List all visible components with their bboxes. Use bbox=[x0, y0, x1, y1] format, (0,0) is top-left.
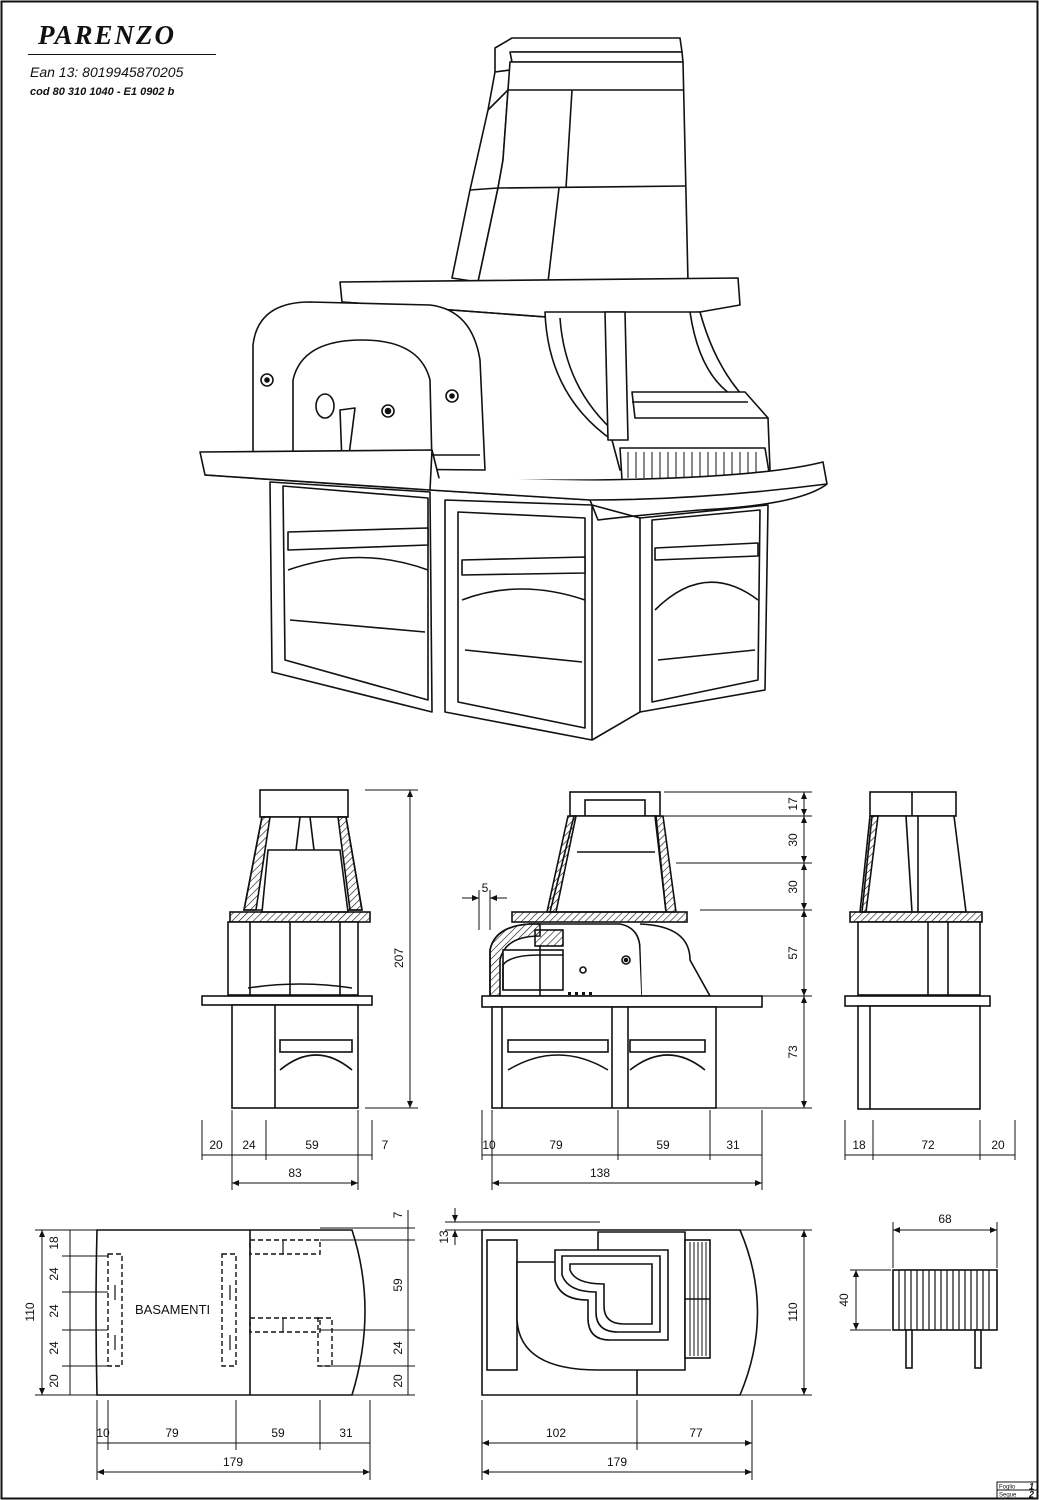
base-rdim-3: 24 bbox=[391, 1341, 405, 1355]
front-dim-1: 20 bbox=[209, 1138, 223, 1152]
foglio-label: Foglio bbox=[999, 1485, 1016, 1491]
base-bdim-4: 31 bbox=[339, 1426, 353, 1440]
base-plan-label: BASAMENTI bbox=[135, 1302, 210, 1317]
side-dim-4: 31 bbox=[726, 1138, 740, 1152]
top-offset-dim: 13 bbox=[437, 1230, 451, 1244]
grill-width-dim: 68 bbox=[938, 1212, 952, 1226]
top-plan bbox=[481, 1229, 759, 1396]
front-dim-3: 59 bbox=[305, 1138, 319, 1152]
side-vdim-1: 17 bbox=[786, 797, 800, 811]
base-ldim-2: 24 bbox=[47, 1267, 61, 1281]
base-rdim-4: 20 bbox=[391, 1374, 405, 1388]
front-height-dim: 207 bbox=[392, 948, 406, 968]
right-dim-3: 20 bbox=[991, 1138, 1005, 1152]
front-total-width: 83 bbox=[288, 1166, 302, 1180]
grill-grate-plan bbox=[892, 1269, 998, 1369]
base-total-width: 179 bbox=[223, 1455, 243, 1469]
side-vdim-5: 73 bbox=[786, 1045, 800, 1059]
side-vdim-2: 30 bbox=[786, 833, 800, 847]
right-dim-1: 18 bbox=[852, 1138, 866, 1152]
title-underline bbox=[28, 54, 216, 55]
segue-value: 2 bbox=[1028, 1490, 1034, 1500]
top-total-width: 179 bbox=[607, 1455, 627, 1469]
base-bdim-3: 59 bbox=[271, 1426, 285, 1440]
front-elevation bbox=[201, 789, 373, 1109]
base-bdim-2: 79 bbox=[165, 1426, 179, 1440]
side-dim-1: 10 bbox=[482, 1138, 496, 1152]
top-bdim-2: 77 bbox=[689, 1426, 703, 1440]
top-height-total: 110 bbox=[786, 1302, 800, 1321]
side-vdim-3: 30 bbox=[786, 880, 800, 894]
base-plan bbox=[95, 1229, 366, 1396]
front-dim-2: 24 bbox=[242, 1138, 256, 1152]
ean-code: Ean 13: 8019945870205 bbox=[30, 64, 184, 80]
base-height-total: 110 bbox=[23, 1302, 37, 1321]
base-bdim-1: 10 bbox=[96, 1426, 110, 1440]
base-ldim-5: 20 bbox=[47, 1374, 61, 1388]
side-total-width: 138 bbox=[590, 1166, 610, 1180]
right-dim-2: 72 bbox=[921, 1138, 935, 1152]
isometric-view bbox=[199, 37, 828, 741]
front-dim-4: 7 bbox=[382, 1138, 389, 1152]
foglio-value: 1 bbox=[1029, 1482, 1034, 1492]
product-title: PARENZO bbox=[38, 20, 177, 50]
side-dim-2: 79 bbox=[549, 1138, 563, 1152]
base-rdim-2: 59 bbox=[391, 1278, 405, 1292]
product-code: cod 80 310 1040 - E1 0902 b bbox=[30, 86, 175, 98]
grill-depth-dim: 40 bbox=[837, 1293, 851, 1307]
top-bdim-1: 102 bbox=[546, 1426, 566, 1440]
segue-label: Segue bbox=[999, 1493, 1017, 1499]
base-ldim-3: 24 bbox=[47, 1304, 61, 1318]
base-rdim-1: 7 bbox=[391, 1211, 405, 1218]
title-block bbox=[996, 1481, 1038, 1499]
base-ldim-4: 24 bbox=[47, 1341, 61, 1355]
right-elevation bbox=[844, 791, 991, 1110]
dimension-lines bbox=[35, 789, 1016, 1480]
side-dim-3: 59 bbox=[656, 1138, 670, 1152]
base-ldim-1: 18 bbox=[47, 1236, 61, 1250]
side-elevation bbox=[481, 791, 763, 1109]
side-offset-dim: 5 bbox=[482, 881, 489, 895]
side-vdim-4: 57 bbox=[786, 946, 800, 960]
